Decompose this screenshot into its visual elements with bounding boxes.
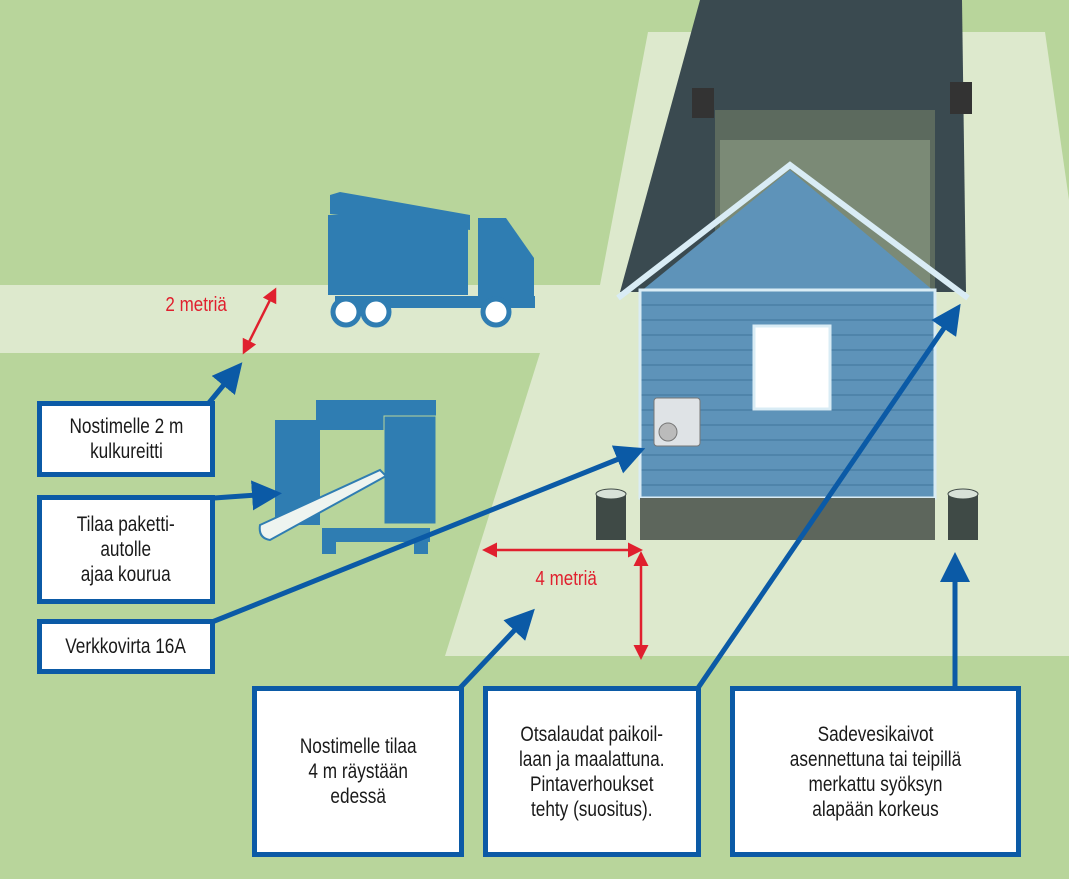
callout-fascia: Otsalaudat paikoil- laan ja maalattuna. … xyxy=(483,686,701,857)
gutter-icon xyxy=(258,468,388,542)
van-icon xyxy=(275,400,437,554)
power-outlet-icon xyxy=(653,397,701,447)
callout-lift-space: Nostimelle tilaa 4 m räystään edessä xyxy=(252,686,464,857)
callout-power: Verkkovirta 16A xyxy=(37,619,215,674)
callout-drains: Sadevesikaivot asennettuna tai teipillä … xyxy=(730,686,1021,857)
label-4-meters: 4 metriä xyxy=(535,568,597,590)
dimension-arrow-2m xyxy=(242,287,277,355)
callout-arrow-fascia xyxy=(695,303,961,690)
callout-van-space: Tilaa paketti- autolle ajaa kourua xyxy=(37,495,215,604)
downspout-barrel-icon xyxy=(595,82,979,540)
callout-arrow-lift-path xyxy=(206,362,243,406)
label-2-meters: 2 metriä xyxy=(165,294,227,316)
callout-arrow-van xyxy=(213,480,282,511)
callout-lift-path: Nostimelle 2 m kulkureitti xyxy=(37,401,215,477)
callout-arrow-power xyxy=(211,445,646,625)
callout-arrow-lift-space xyxy=(458,608,535,690)
lift-truck-icon xyxy=(328,192,535,328)
house xyxy=(616,0,970,540)
